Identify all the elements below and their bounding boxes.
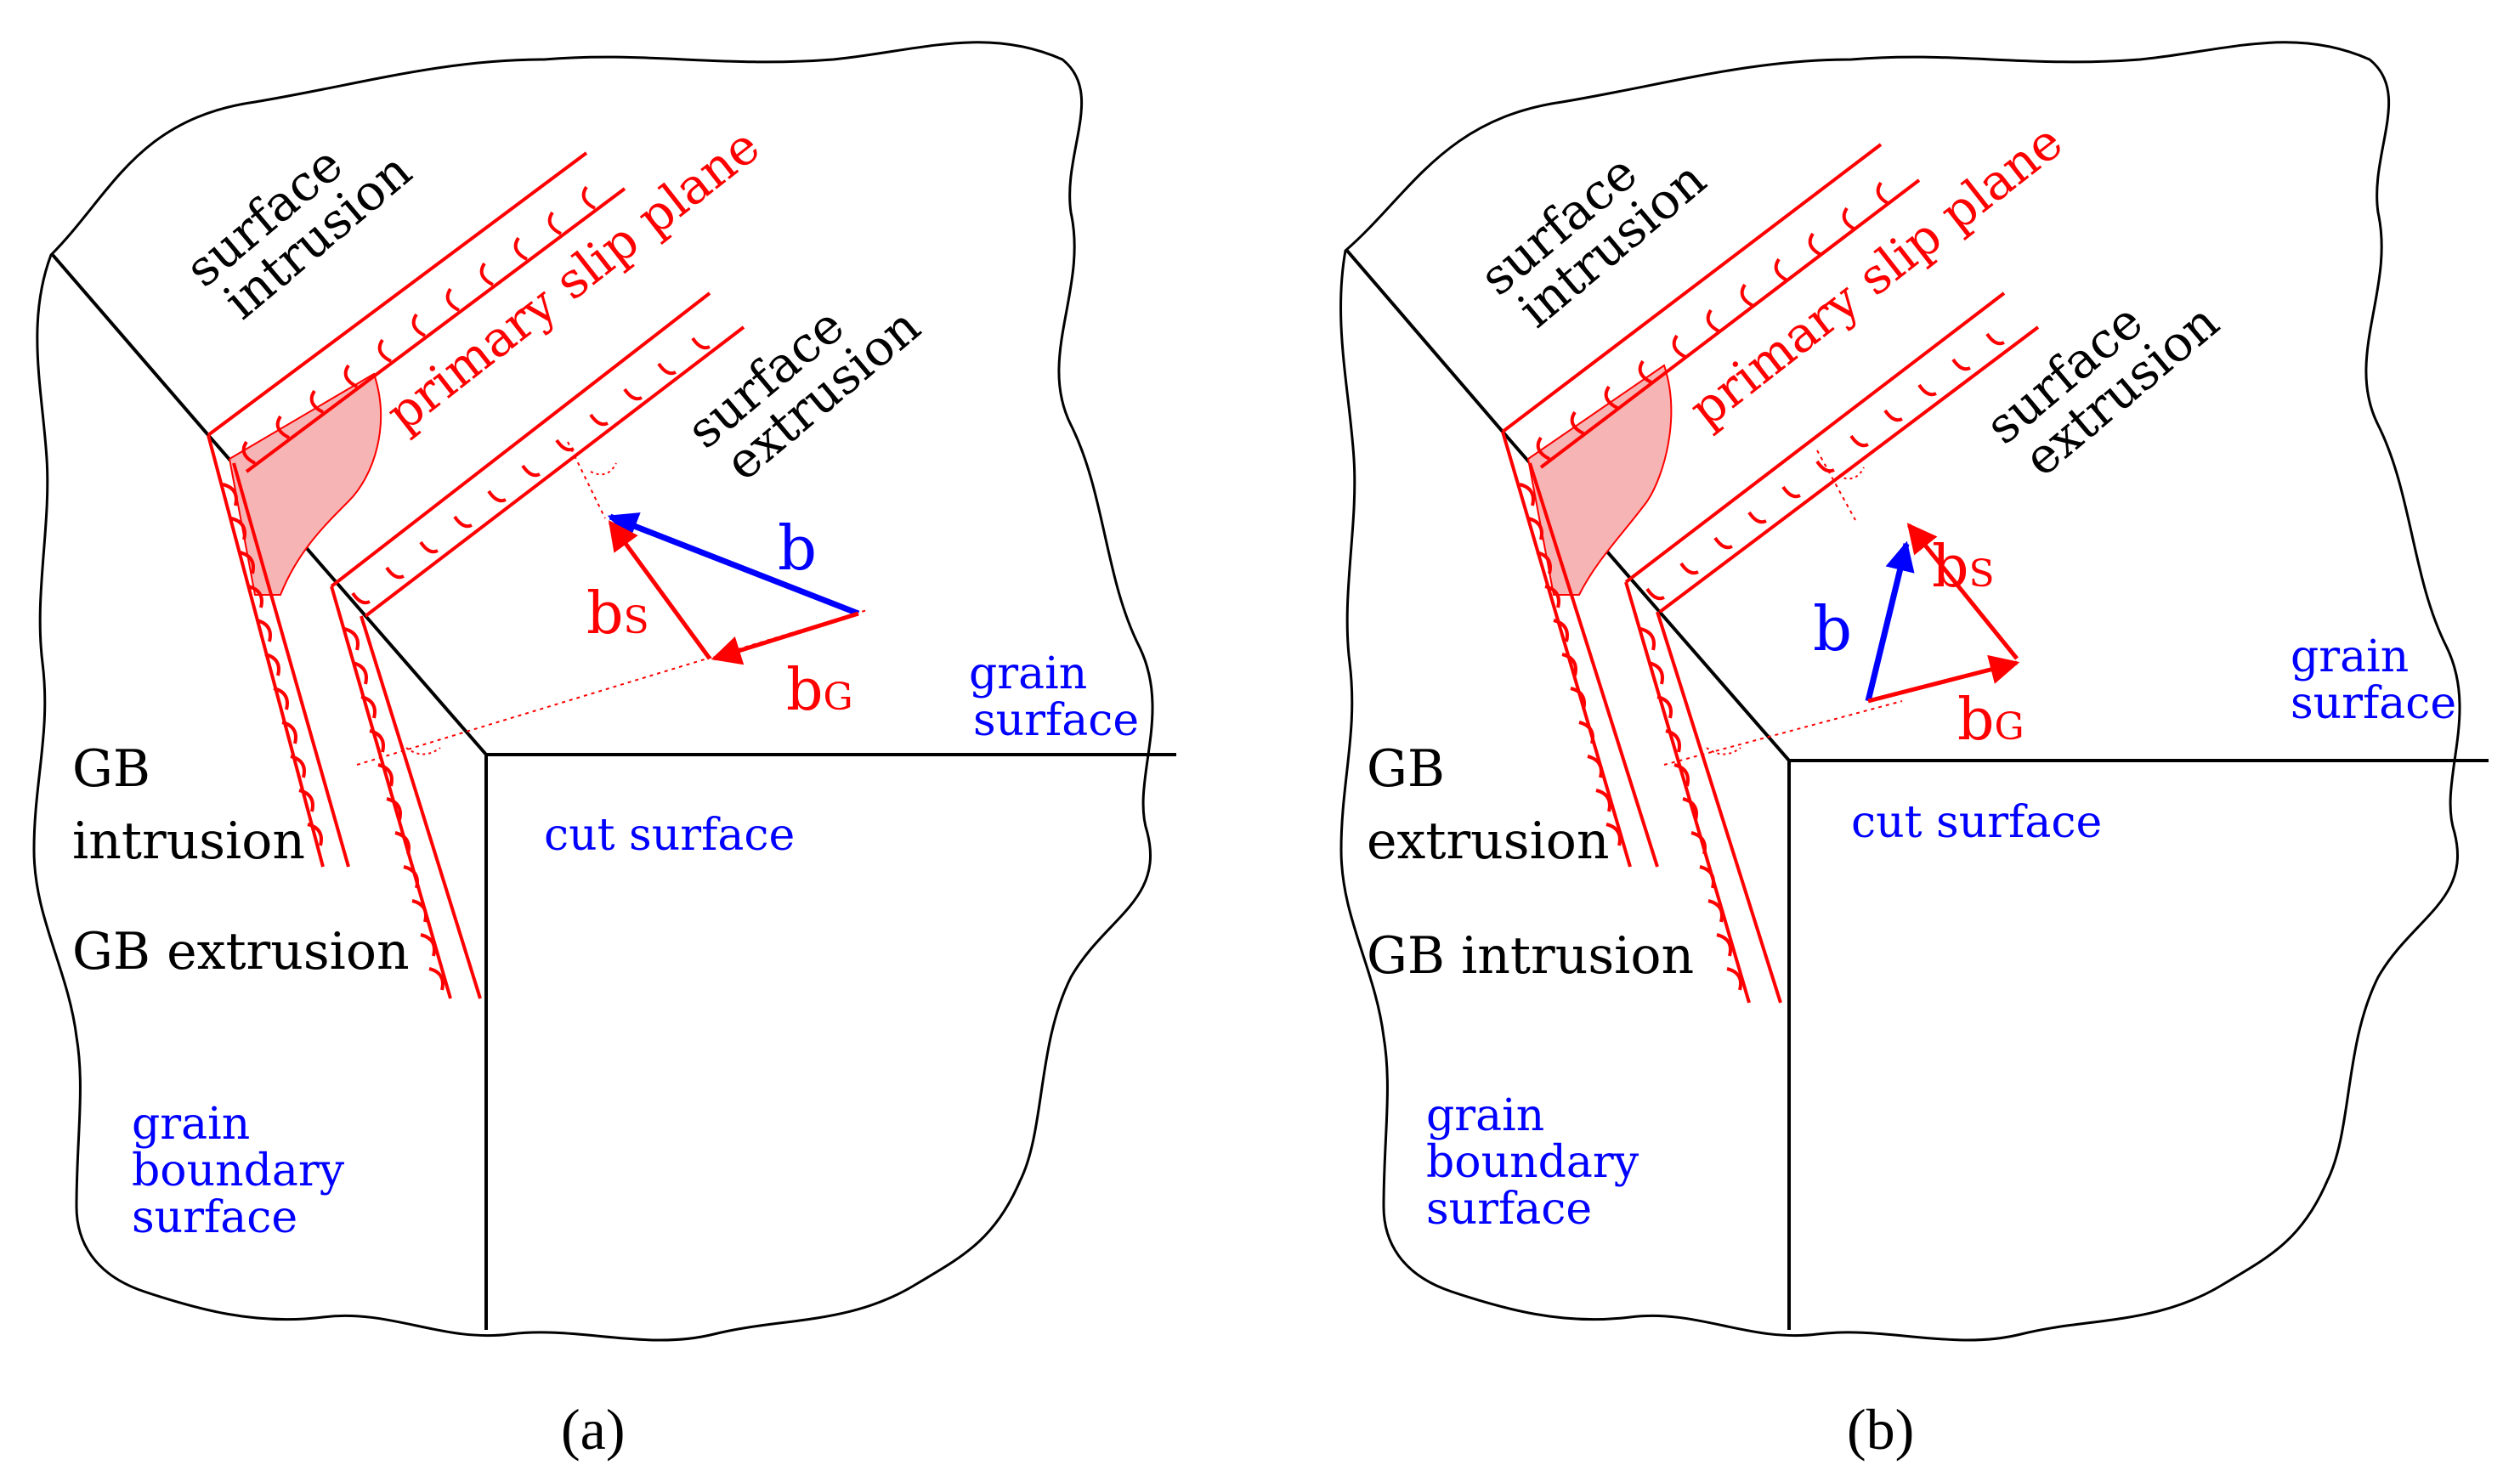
caption-b: (b) [1847,1397,1914,1462]
gb-band-2 [1624,581,1782,1004]
vector-bs [1906,523,2019,660]
label-gb-top: GB extrusion [1367,739,1610,871]
label-gb-surface: grain boundary surface [132,1099,345,1243]
vector-bg [711,611,859,665]
gb-band-1 [207,434,350,868]
label-bg: bG [786,657,853,724]
svg-text:surface: surface [2291,678,2456,729]
right-angle-mark-b2 [1706,747,1741,755]
label-cut-surface: cut surface [544,810,795,861]
label-gb-bottom: GB intrusion [1367,926,1694,986]
vector-b [607,512,860,617]
svg-text:intrusion: intrusion [72,812,305,871]
vector-bs [608,520,712,660]
gb-band-1 [1501,431,1659,868]
vector-bg [1867,654,2020,704]
svg-text:surface: surface [1426,1184,1592,1235]
label-b: b [778,512,817,584]
svg-text:surface: surface [973,695,1139,746]
dotted-perp [567,441,606,519]
slip-band-upper [207,151,626,473]
panel-a: surface intrusion primary slip plane sur… [32,41,1176,1462]
svg-text:extrusion: extrusion [1367,812,1610,871]
svg-text:boundary: boundary [1426,1137,1639,1188]
grain-outline [1339,41,2461,1342]
label-grain-surface: grain surface [2291,631,2456,729]
dotted-perp [1816,450,1856,521]
panel-b: surface intrusion primary slip plane sur… [1339,41,2489,1462]
label-gb-surface: grain boundary surface [1426,1090,1639,1235]
right-angle-mark-a2 [405,747,441,755]
label-surface-extrusion: surface extrusion [1974,292,2229,488]
label-bg: bG [1957,687,2024,754]
label-gb-top: GB intrusion [72,739,305,871]
svg-text:GB: GB [1367,739,1445,799]
caption-a: (a) [561,1397,625,1462]
grain-outline [32,41,1154,1342]
label-surface-intrusion: surface intrusion [1469,144,1717,339]
shaded-region [228,372,382,596]
svg-text:surface: surface [132,1192,297,1243]
svg-text:grain: grain [132,1099,250,1150]
label-b: b [1813,593,1852,665]
svg-text:GB: GB [72,739,150,799]
svg-text:boundary: boundary [132,1145,345,1196]
shaded-region [1526,364,1673,596]
edge-top-left [1345,249,1504,433]
label-cut-surface: cut surface [1851,797,2102,848]
slip-band-lower [1624,291,2040,614]
slip-band-lower [330,291,745,618]
label-bs: bS [586,580,649,648]
label-surface-extrusion: surface extrusion [676,297,931,492]
slip-band-upper [1501,143,1921,469]
svg-text:grain: grain [1426,1090,1544,1141]
vector-b [1865,540,1915,702]
label-bs: bS [1932,534,1995,601]
label-surface-intrusion: surface intrusion [174,135,422,331]
dotted-gb-line [1663,700,1903,766]
right-angle-mark-a1 [590,462,617,476]
svg-text:grain: grain [2291,631,2409,682]
svg-text:grain: grain [969,648,1087,699]
label-grain-surface: grain surface [969,648,1139,746]
edge-top-left [51,253,210,437]
label-gb-bottom: GB extrusion [72,922,410,981]
gb-band-2 [330,585,482,999]
